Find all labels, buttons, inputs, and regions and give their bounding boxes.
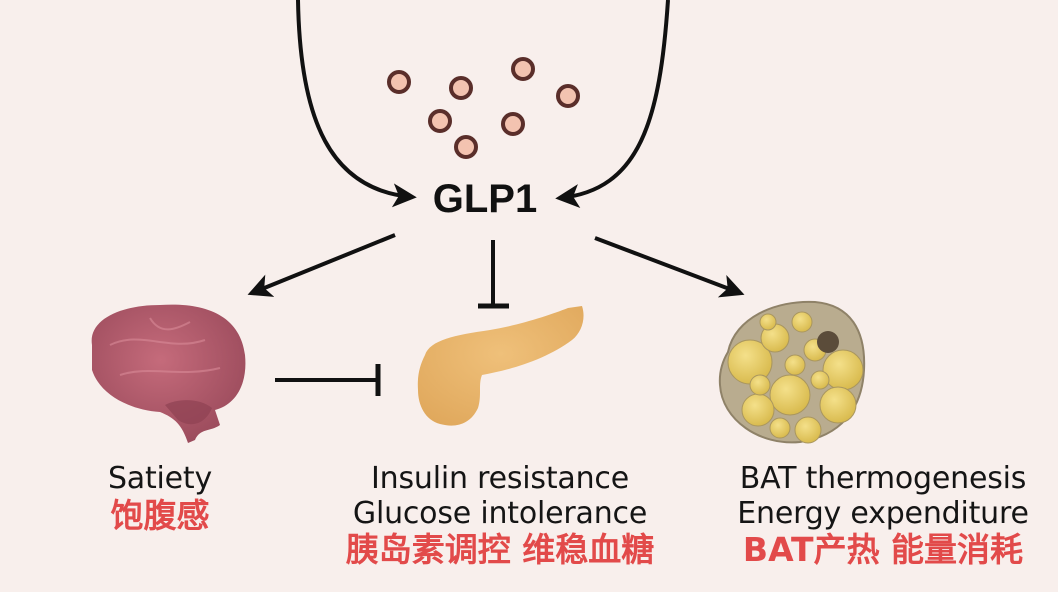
lipid-droplet [794,416,822,444]
lipid-droplet [759,313,777,331]
pancreas-icon [417,306,584,426]
lipid-droplet [822,349,864,391]
glp1-particle [501,112,525,136]
glp1-to-brain-arrow [247,233,396,297]
brain-inhibits-pancreas [275,364,381,396]
satiety-label: Satiety [107,461,213,496]
glucose-intolerance-label: Glucose intolerance [352,495,648,531]
glp1-inhibits-pancreas [478,240,509,309]
lipid-droplet [819,386,857,424]
diagram-center-label: GLP1 [433,177,537,221]
upstream-left-arrow [296,0,417,208]
lipid-droplet [769,374,811,416]
glp1-particle [428,109,452,133]
lipid-droplet [810,370,830,390]
lipid-droplet [749,374,771,396]
brain-label: Satiety 饱腹感 [60,461,260,535]
bat-thermogenesis-label: BAT thermogenesis [739,461,1027,496]
glp1-to-bat-arrow [594,236,745,298]
lipid-droplet [784,354,806,376]
bat-label: BAT thermogenesis Energy expenditure BAT… [708,461,1058,569]
glp1-particle [511,57,535,81]
glp1-molecule-icon [387,57,580,159]
lipid-droplet [791,311,813,333]
pancreas-label: Insulin resistance Glucose intolerance 胰… [300,461,700,569]
pancreas-cn-label: 胰岛素调控 维稳血糖 [345,530,655,569]
glp1-particle [387,70,411,94]
upstream-right-arrow [555,0,670,209]
bat-cn-label: BAT产热 能量消耗 [742,530,1024,569]
satiety-cn-label: 饱腹感 [110,495,210,535]
lipid-droplet [769,417,791,439]
glp1-particle [556,84,580,108]
lipid-droplet [741,393,775,427]
insulin-resistance-label: Insulin resistance [371,461,629,496]
energy-expenditure-label: Energy expenditure [737,495,1029,531]
brown-adipocyte-icon [718,300,866,444]
glp1-particle [449,76,473,100]
glp1-particle [454,135,478,159]
brain-icon [91,304,246,443]
